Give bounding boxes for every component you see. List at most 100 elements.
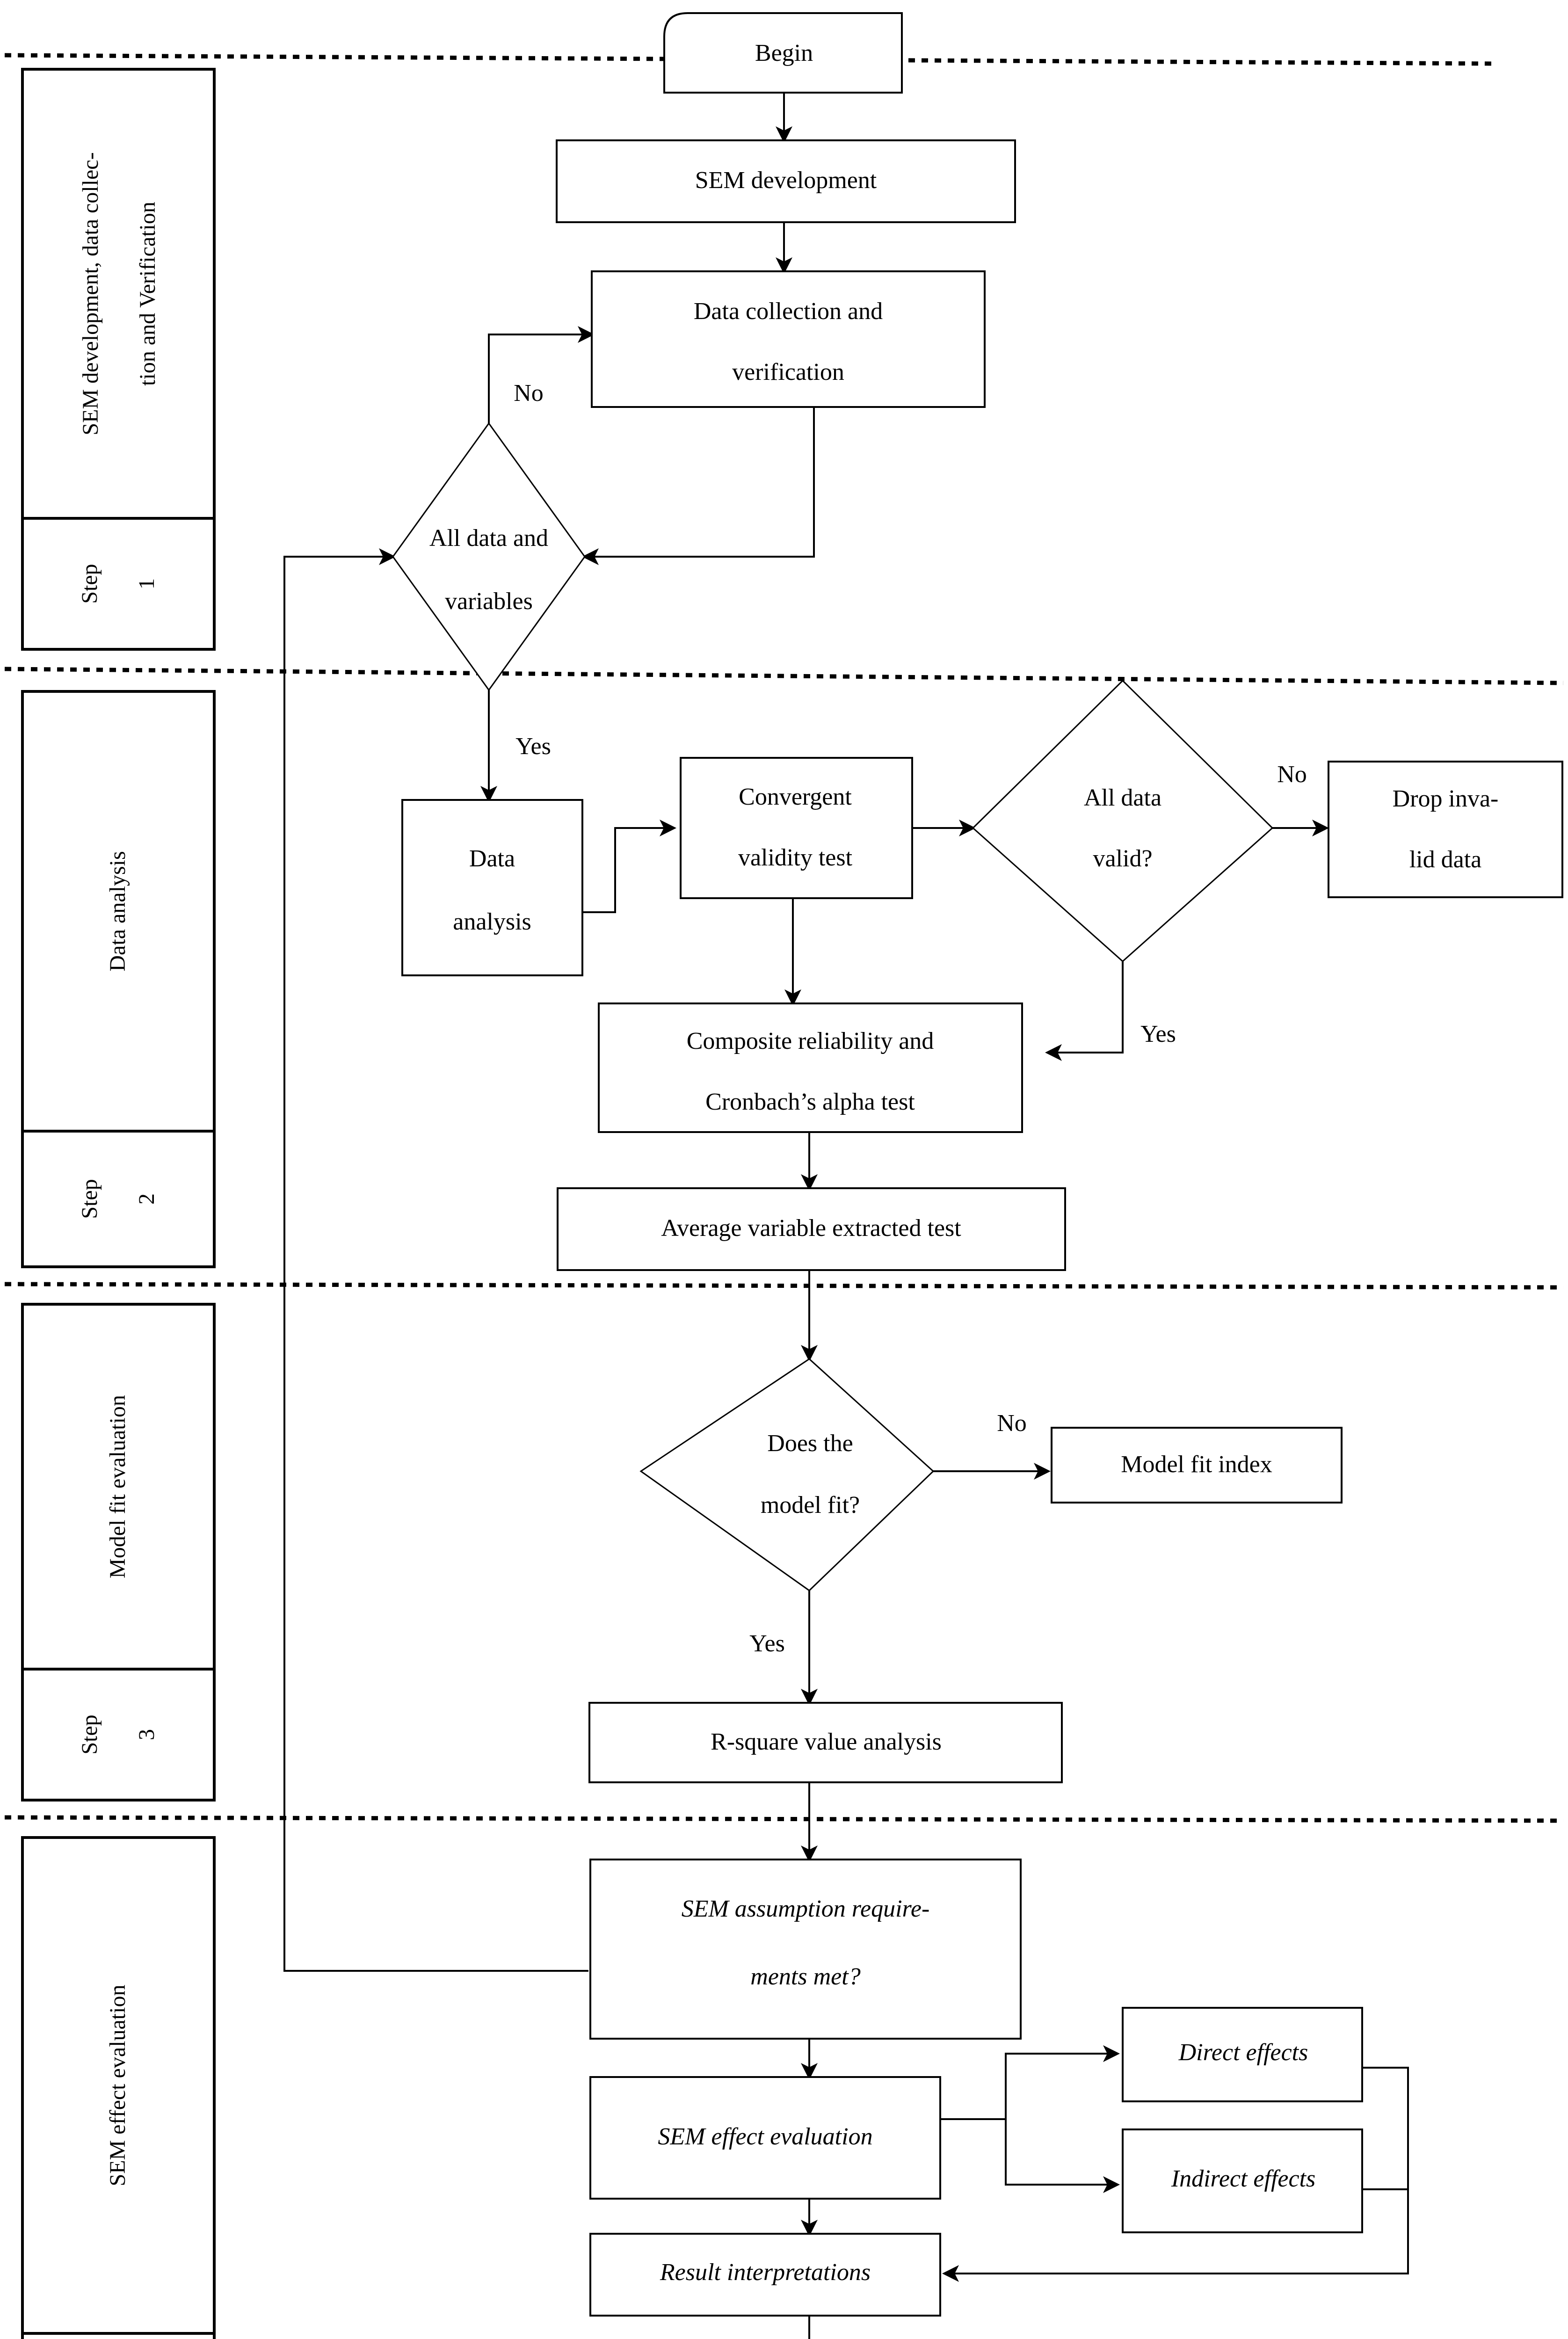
node-convergent-validity-label-2: validity test bbox=[738, 844, 853, 871]
band-step1-title-line2: tion and Verification bbox=[135, 202, 160, 386]
band-step2-step-number: 2 bbox=[134, 1193, 159, 1205]
node-result-interpretations-label: Result interpretations bbox=[660, 2259, 871, 2286]
node-r-square-shape bbox=[588, 1702, 1063, 1783]
edge-sem-assumption-feedback-to-all-data bbox=[283, 548, 588, 1972]
band-step2-title-line1: Data analysis bbox=[105, 851, 130, 971]
node-direct-effects[interactable]: Direct effects bbox=[1122, 2007, 1363, 2102]
node-sem-effect-evaluation-label: SEM effect evaluation bbox=[658, 2123, 872, 2150]
node-sem-effect-evaluation-shape bbox=[589, 2076, 941, 2200]
band-step1-step-label: Step bbox=[77, 564, 102, 603]
edge-sem-effect-to-direct-effects bbox=[940, 2045, 1120, 2120]
node-sem-assumption-label-1: SEM assumption require- bbox=[682, 1896, 930, 1922]
node-indirect-effects-shape bbox=[1122, 2128, 1363, 2233]
node-result-interpretations-shape bbox=[589, 2233, 941, 2317]
node-r-square[interactable]: R-square value analysis bbox=[588, 1702, 1063, 1783]
band-step3-step-box bbox=[21, 1668, 216, 1801]
band-step4-title-line1: SEM effect evaluation bbox=[105, 1985, 130, 2186]
band-step1-step-box bbox=[21, 517, 216, 651]
node-sem-development[interactable]: SEM development bbox=[556, 139, 1016, 223]
band-step2-step-box bbox=[21, 1130, 216, 1268]
edge-label-no-data-valid: No bbox=[1277, 761, 1307, 788]
node-drop-invalid-label-2: lid data bbox=[1409, 846, 1482, 873]
band-step2-step-label: Step bbox=[77, 1179, 102, 1219]
band-step4-step-box bbox=[21, 2332, 216, 2339]
node-data-analysis[interactable]: Data analysis bbox=[401, 799, 583, 976]
divider-step3 bbox=[4, 1815, 1564, 1823]
node-sem-assumption[interactable]: SEM assumption require- ments met? bbox=[589, 1859, 1022, 2040]
node-data-analysis-shape bbox=[401, 799, 583, 976]
node-does-model-fit-label-2: model fit? bbox=[761, 1492, 860, 1518]
band-step1-title-box bbox=[21, 68, 216, 520]
node-sem-development-shape bbox=[556, 139, 1016, 223]
node-model-fit-index-label: Model fit index bbox=[1121, 1451, 1272, 1478]
node-data-collection[interactable]: Data collection and verification bbox=[591, 270, 986, 408]
band-step3-title-box bbox=[21, 1303, 216, 1671]
node-sem-assumption-shape bbox=[589, 1859, 1022, 2040]
band-step3-step-label: Step bbox=[77, 1714, 102, 1754]
node-direct-effects-label: Direct effects bbox=[1178, 2039, 1308, 2066]
edge-direct-effects-to-join bbox=[1361, 2067, 1409, 2152]
edge-effects-join-to-result-interpretations bbox=[942, 2152, 1409, 2282]
node-composite-reliability-shape bbox=[598, 1002, 1023, 1133]
edge-all-data-valid-yes-to-composite-reliability bbox=[1045, 961, 1124, 1061]
node-composite-reliability-label-1: Composite reliability and bbox=[687, 1028, 934, 1054]
node-average-variance-shape bbox=[557, 1187, 1066, 1271]
node-does-model-fit-label-1: Does the bbox=[767, 1430, 853, 1457]
node-data-collection-shape bbox=[591, 270, 986, 408]
node-drop-invalid[interactable]: Drop inva- lid data bbox=[1328, 761, 1563, 898]
edge-label-no-model-fit: No bbox=[997, 1410, 1027, 1437]
node-sem-development-label: SEM development bbox=[695, 167, 877, 194]
node-convergent-validity[interactable]: Convergent validity test bbox=[680, 757, 913, 899]
node-all-data-variables[interactable]: All data and variables bbox=[392, 422, 586, 691]
band-step4: SEM effect evaluation Step 4 bbox=[21, 1836, 216, 2339]
node-drop-invalid-shape bbox=[1328, 761, 1563, 898]
node-does-model-fit-shape bbox=[639, 1358, 935, 1591]
band-step3: Model fit evaluation Step 3 bbox=[21, 1303, 216, 1801]
node-data-collection-label-1: Data collection and bbox=[694, 298, 883, 325]
node-convergent-validity-label-1: Convergent bbox=[739, 784, 852, 810]
connectors bbox=[283, 93, 1409, 2339]
band-step1-title-line1: SEM development, data collec- bbox=[78, 152, 103, 435]
divider-step2 bbox=[4, 1282, 1564, 1290]
node-data-analysis-label-1: Data bbox=[469, 845, 515, 872]
edge-label-yes-model-fit: Yes bbox=[749, 1630, 785, 1657]
edge-data-analysis-to-convergent-validity bbox=[582, 820, 676, 913]
node-all-data-valid-label-1: All data bbox=[1084, 785, 1161, 811]
node-begin-label: Begin bbox=[755, 40, 813, 66]
divider-step1 bbox=[4, 667, 1564, 685]
node-indirect-effects[interactable]: Indirect effects bbox=[1122, 2128, 1363, 2233]
band-dividers bbox=[4, 53, 1564, 1823]
edge-label-yes-data-variables: Yes bbox=[515, 733, 551, 760]
band-step1: SEM development, data collec- tion and V… bbox=[21, 68, 216, 651]
band-step2: Data analysis Step 2 bbox=[21, 690, 216, 1268]
node-average-variance[interactable]: Average variable extracted test bbox=[557, 1187, 1066, 1271]
node-does-model-fit[interactable]: Does the model fit? bbox=[639, 1358, 935, 1591]
node-all-data-variables-shape bbox=[392, 422, 586, 691]
node-indirect-effects-label: Indirect effects bbox=[1171, 2165, 1316, 2192]
node-sem-effect-evaluation[interactable]: SEM effect evaluation bbox=[589, 2076, 941, 2200]
band-step1-step-number: 1 bbox=[134, 578, 159, 589]
edge-label-yes-data-valid: Yes bbox=[1140, 1021, 1176, 1047]
band-step3-step-number: 3 bbox=[134, 1729, 159, 1740]
node-direct-effects-shape bbox=[1122, 2007, 1363, 2102]
edge-label-no-data-variables: No bbox=[514, 380, 544, 407]
node-model-fit-index[interactable]: Model fit index bbox=[1051, 1427, 1343, 1504]
edge-data-collection-to-all-data bbox=[582, 407, 815, 565]
node-all-data-variables-label-2: variables bbox=[445, 588, 533, 615]
node-begin[interactable]: Begin bbox=[663, 12, 903, 94]
node-composite-reliability[interactable]: Composite reliability and Cronbach’s alp… bbox=[598, 1002, 1023, 1133]
node-all-data-valid[interactable]: All data valid? bbox=[972, 679, 1274, 963]
node-result-interpretations[interactable]: Result interpretations bbox=[589, 2233, 941, 2317]
node-begin-shape bbox=[663, 12, 903, 94]
node-convergent-validity-shape bbox=[680, 757, 913, 899]
node-model-fit-index-shape bbox=[1051, 1427, 1343, 1504]
edge-labels: No Yes No Yes No Yes bbox=[514, 380, 1307, 1657]
node-all-data-valid-label-2: valid? bbox=[1093, 845, 1152, 872]
node-all-data-valid-shape bbox=[972, 679, 1274, 963]
edge-all-data-no-to-data-collection bbox=[488, 326, 595, 423]
node-sem-assumption-label-2: ments met? bbox=[750, 1963, 860, 1990]
node-data-analysis-label-2: analysis bbox=[453, 908, 531, 935]
node-average-variance-label: Average variable extracted test bbox=[661, 1215, 961, 1242]
node-r-square-label: R-square value analysis bbox=[711, 1729, 942, 1755]
